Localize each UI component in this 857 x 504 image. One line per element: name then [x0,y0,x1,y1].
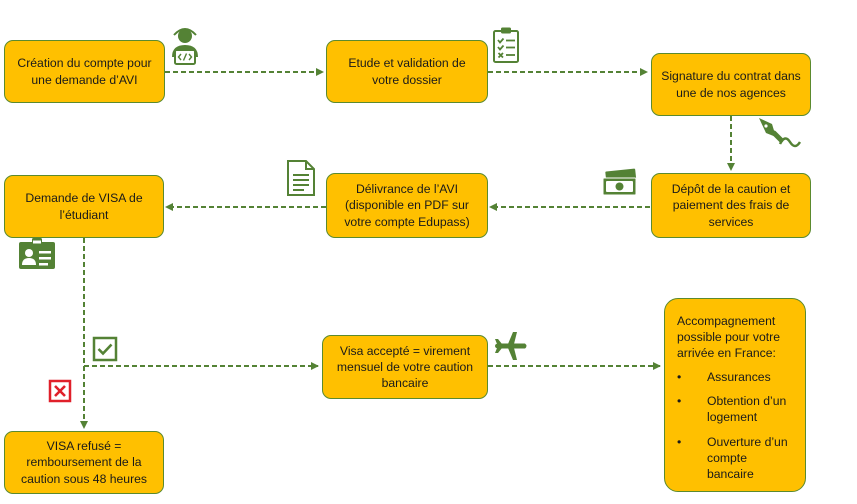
accompagnement-list: • Assurances • Obtention d’un logement •… [677,369,793,482]
box-visa-refuse-label: VISA refusé = remboursement de la cautio… [20,439,148,486]
list-item: • Obtention d’un logement [677,393,793,425]
developer-icon [172,28,198,65]
accompagnement-item-assurances: Assurances [707,370,771,385]
list-item: • Ouverture d’un compte bancaire [677,434,793,482]
box-visa-accepte: Visa accepté = virement mensuel de votre… [322,335,488,399]
list-bullet: • [677,370,682,385]
box-creation-compte-label: Création du compte pour une demande d’AV… [17,56,152,87]
box-etude-validation: Etude et validation de votre dossier [326,40,488,103]
checkbox-refused-icon [48,379,72,403]
accompagnement-content: Accompagnement possible pour votre arriv… [677,313,793,482]
checklist-icon [493,27,519,63]
accompagnement-item-compte-bancaire: Ouverture d’un compte bancaire [707,434,788,481]
list-bullet: • [677,434,682,449]
document-icon [287,160,315,196]
box-visa-accepte-label: Visa accepté = virement mensuel de votre… [336,343,474,391]
box-signature-contrat-label: Signature du contrat dans une de nos age… [661,69,801,100]
box-depot-caution-label: Dépôt de la caution et paiement des frai… [671,182,791,229]
accompagnement-item-logement: Obtention d’un logement [707,394,787,425]
box-delivrance-avi-label: Délivrance de l’AVI (disponible en PDF s… [344,182,470,229]
banknote-icon [602,168,637,196]
list-item: • Assurances [677,369,793,385]
box-signature-contrat: Signature du contrat dans une de nos age… [651,53,811,116]
accompagnement-title: Accompagnement possible pour votre arriv… [677,314,780,361]
airplane-icon [495,332,527,360]
box-demande-visa: Demande de VISA de l’étudiant [4,175,164,238]
box-depot-caution: Dépôt de la caution et paiement des frai… [651,173,811,238]
box-creation-compte: Création du compte pour une demande d’AV… [4,40,165,103]
box-accompagnement: Accompagnement possible pour votre arriv… [664,298,806,492]
box-demande-visa-label: Demande de VISA de l’étudiant [25,191,143,222]
checkbox-accepted-icon [92,336,118,362]
id-card-icon [19,238,55,269]
box-delivrance-avi: Délivrance de l’AVI (disponible en PDF s… [326,173,488,238]
box-visa-refuse: VISA refusé = remboursement de la cautio… [4,431,164,494]
box-etude-validation-label: Etude et validation de votre dossier [348,56,466,87]
list-bullet: • [677,394,682,409]
fountain-pen-icon [759,118,801,148]
